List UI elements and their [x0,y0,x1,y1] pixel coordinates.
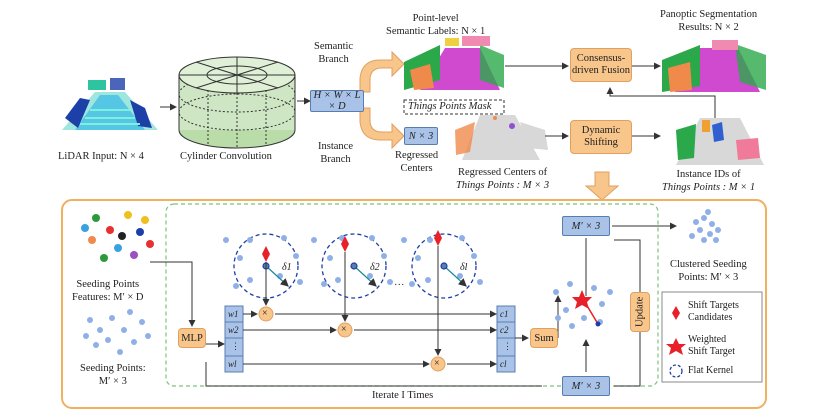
consensus-fusion-box: Consensus-driven Fusion [570,48,632,82]
iterate-label: Iterate I Times [372,390,434,401]
weight-w2: w2 [228,325,239,335]
delta-l: δl [460,262,468,273]
legend-star-icon [666,338,686,355]
things-mask-label: Things Points Mask [408,101,492,112]
multiply-1: × [262,308,268,319]
lidar-input-image [60,78,160,136]
mlp-box: MLP [178,328,206,348]
weight-column [224,305,244,373]
clustered-scatter [689,209,721,243]
update-box: Update [630,292,650,332]
seeding-points-scatter [83,309,151,355]
legend-flat-kernel: Flat Kernel [688,365,734,376]
branch-fork-arrow [359,50,405,150]
cylinder-conv-label: Cylinder Convolution [180,151,272,162]
sum-box: Sum [530,328,558,348]
lidar-input-label: LiDAR Input: N × 4 [58,151,144,162]
down-arrow-to-panel [584,171,620,201]
kernel-ellipsis: ··· [394,280,405,291]
weight-w1: w1 [228,309,239,319]
m3-top-box: M′ × 3 [562,216,610,236]
seeding-points-label: Seeding Points:M′ × 3 [80,363,146,387]
feature-box: H × W × L × D [310,90,364,112]
legend-diamond-icon [672,306,680,320]
regressed-centers-image [455,115,548,160]
semantic-labels-image [404,36,504,98]
multiply-nodes [258,306,446,372]
things-mask-box [403,99,505,115]
regressed-box: N × 3 [404,127,438,145]
multiply-2: × [341,324,347,335]
c-c2: c2 [500,325,509,335]
panoptic-results-image [662,40,766,98]
delta-1: δ1 [282,262,292,273]
delta-2: δ2 [370,262,380,273]
c-vdots: ⋮ [503,341,512,351]
seeding-features-scatter [81,211,154,262]
m3-bottom-box: M′ × 3 [562,376,610,396]
c-column [496,305,516,373]
c-cl: cl [500,359,507,369]
weight-wl: wl [228,359,237,369]
legend-box [661,291,763,383]
multiply-3: × [434,358,440,369]
c-c1: c1 [500,309,509,319]
legend-kernel-icon [669,364,683,378]
dynamic-shifting-panel [61,199,767,409]
cylinder-convolution-graphic [178,56,296,149]
shift-target-diamonds [262,230,442,262]
instance-ids-image [676,118,764,165]
weight-vdots: ⋮ [231,341,240,351]
